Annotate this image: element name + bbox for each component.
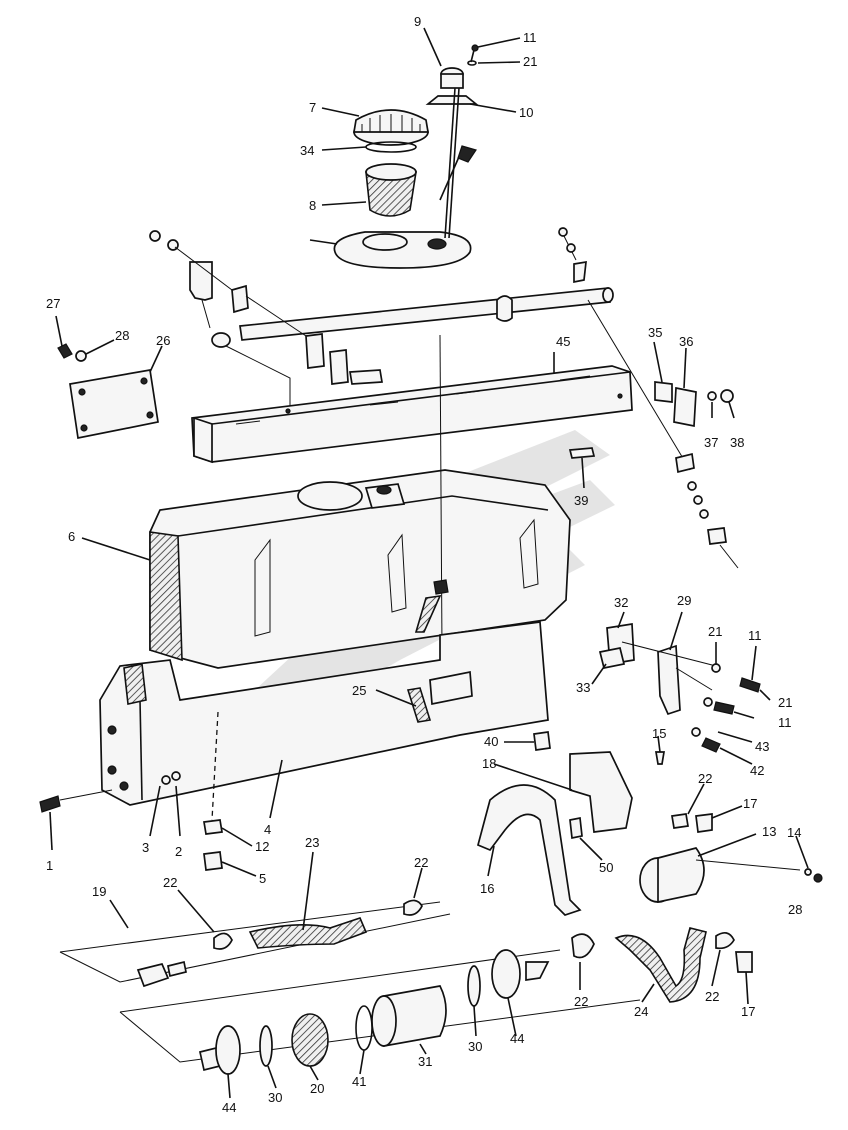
linkage-chain [558,227,739,569]
upper-hose [59,899,451,988]
callout-41: 41 [352,1074,366,1089]
callout-32: 32 [614,595,628,610]
callout-29: 29 [677,593,691,608]
callout-38: 38 [730,435,744,450]
pump-and-bracket [476,731,823,916]
upper-support-bar [149,230,614,412]
callout-14: 14 [787,825,801,840]
callout-13: 13 [762,824,776,839]
callout-23: 23 [305,835,319,850]
callout-17: 17 [743,796,757,811]
lower-hose [571,927,753,1003]
callout-11: 11 [778,715,792,730]
end-plate [57,343,159,440]
callout-labels: 9 11 21 7 10 34 8 27 28 26 45 35 36 37 3… [46,14,802,1115]
callout-42: 42 [750,763,764,778]
callout-1: 1 [46,858,53,873]
callout-17: 17 [741,1004,755,1019]
callout-28: 28 [115,328,129,343]
callout-25: 25 [352,683,366,698]
leader-lines [49,27,809,1099]
callout-21: 21 [523,54,537,69]
callout-45: 45 [556,334,570,349]
callout-3: 3 [142,840,149,855]
callout-4: 4 [264,822,271,837]
callout-44: 44 [222,1100,236,1115]
callout-30: 30 [268,1090,282,1105]
callout-34: 34 [300,143,314,158]
callout-6: 6 [68,529,75,544]
callout-43: 43 [755,739,769,754]
callout-33: 33 [576,680,590,695]
callout-7: 7 [309,100,316,115]
callout-21: 21 [778,695,792,710]
filler-cap-assembly [309,109,472,269]
callout-28: 28 [788,902,802,917]
callout-30: 30 [468,1039,482,1054]
callout-12: 12 [255,839,269,854]
callout-19: 19 [92,884,106,899]
callout-20: 20 [310,1081,324,1096]
callout-26: 26 [156,333,170,348]
tank-cradle [99,621,549,821]
callout-15: 15 [652,726,666,741]
callout-50: 50 [599,860,613,875]
callout-11: 11 [523,30,537,45]
callout-11: 11 [748,628,762,643]
callout-22: 22 [705,989,719,1004]
callout-39: 39 [574,493,588,508]
callout-31: 31 [418,1054,432,1069]
fuel-tank [149,334,571,669]
callout-8: 8 [309,198,316,213]
callout-35: 35 [648,325,662,340]
callout-37: 37 [704,435,718,450]
callout-22: 22 [414,855,428,870]
callout-9: 9 [414,14,421,29]
callout-44: 44 [510,1031,524,1046]
callout-24: 24 [634,1004,648,1019]
right-brackets [568,381,761,753]
callout-36: 36 [679,334,693,349]
callout-22: 22 [163,875,177,890]
callout-27: 27 [46,296,60,311]
callout-21: 21 [708,624,722,639]
callout-10: 10 [519,105,533,120]
callout-40: 40 [484,734,498,749]
callout-18: 18 [482,756,496,771]
small-hardware [39,789,223,871]
callout-5: 5 [259,871,266,886]
callout-16: 16 [480,881,494,896]
callout-22: 22 [574,994,588,1009]
callout-2: 2 [175,844,182,859]
callout-22: 22 [698,771,712,786]
lower-filter-stack [119,949,641,1075]
cross-channel [191,365,633,464]
fuel-gauge-sender [425,44,479,239]
